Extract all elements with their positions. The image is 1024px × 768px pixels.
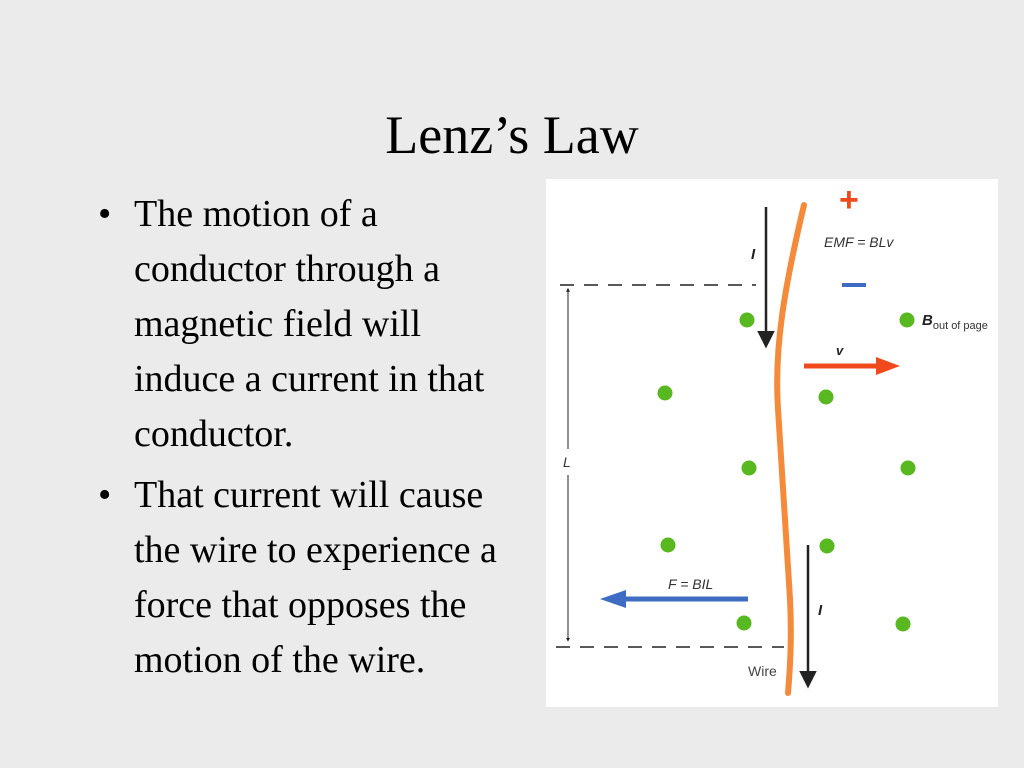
diagram-canvas: L I I + EMF = BLv v F = BIL Bout of page… bbox=[556, 181, 988, 696]
magnetic-field-subscript: out of page bbox=[933, 320, 988, 332]
magnetic-field-symbol: B bbox=[922, 312, 933, 329]
field-dot bbox=[900, 460, 916, 476]
wire bbox=[774, 202, 807, 696]
bullet-item: • The motion of a conductor through a ma… bbox=[98, 187, 528, 462]
wire-label: Wire bbox=[748, 663, 777, 679]
field-dot bbox=[657, 385, 673, 401]
minus-sign bbox=[842, 283, 866, 287]
magnetic-field-label: Bout of page bbox=[922, 312, 988, 332]
field-dot bbox=[899, 312, 915, 328]
bullet-text: That current will cause the wire to expe… bbox=[134, 474, 497, 681]
bullet-list: • The motion of a conductor through a ma… bbox=[98, 187, 528, 694]
field-dots bbox=[657, 312, 916, 632]
field-dot bbox=[660, 537, 676, 553]
field-dot bbox=[739, 312, 755, 328]
slide-title: Lenz’s Law bbox=[385, 105, 639, 165]
current-label-lower: I bbox=[818, 602, 823, 619]
bullet-item: • That current will cause the wire to ex… bbox=[98, 468, 528, 688]
current-label-upper: I bbox=[751, 246, 756, 263]
field-dot bbox=[818, 389, 834, 405]
velocity-arrowhead bbox=[876, 357, 900, 375]
lenz-law-diagram: L I I + EMF = BLv v F = BIL Bout of page… bbox=[546, 179, 998, 707]
field-dot bbox=[895, 616, 911, 632]
length-label: L bbox=[563, 454, 571, 470]
bullet-text: The motion of a conductor through a magn… bbox=[134, 193, 485, 455]
field-dot bbox=[736, 615, 752, 631]
plus-sign: + bbox=[839, 181, 859, 219]
force-label: F = BIL bbox=[668, 576, 713, 592]
velocity-label: v bbox=[836, 343, 844, 358]
bullet-glyph: • bbox=[98, 193, 112, 235]
field-dot bbox=[741, 460, 757, 476]
field-dot bbox=[819, 538, 835, 554]
bullet-glyph: • bbox=[98, 474, 112, 516]
emf-label: EMF = BLv bbox=[824, 234, 894, 250]
force-arrowhead bbox=[600, 590, 626, 608]
